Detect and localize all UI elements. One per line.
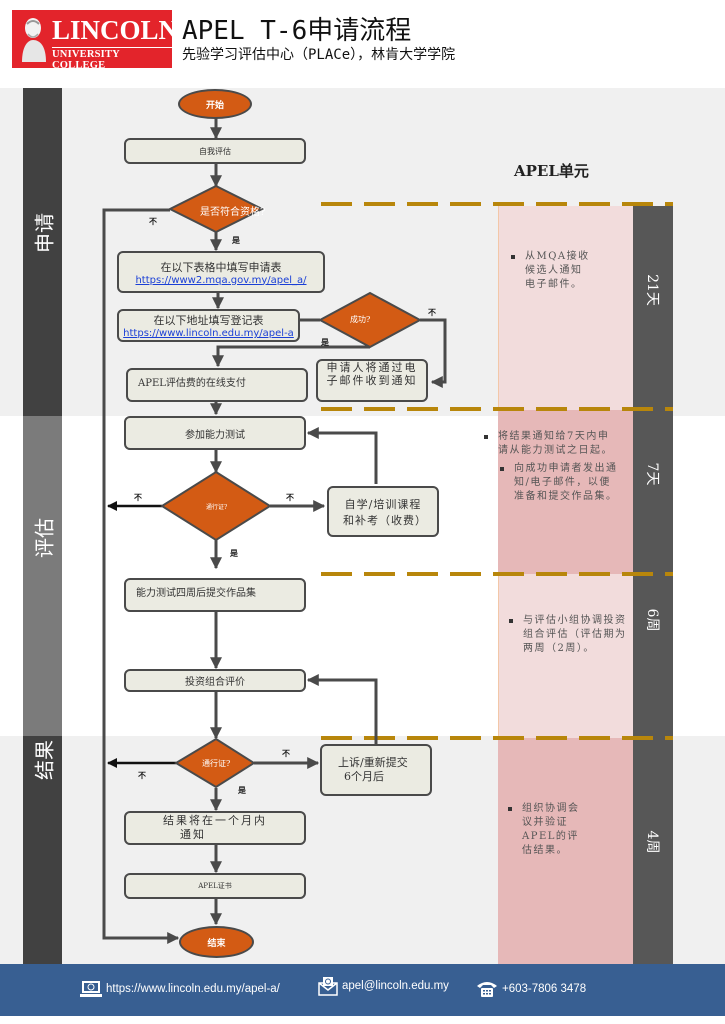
lincoln-logo: LINCOLN UNIVERSITY COLLEGE — [12, 10, 178, 71]
label-no: 不 — [282, 749, 290, 758]
label-yes: 是 — [238, 786, 246, 795]
duration-bar-3: 6周 — [633, 574, 673, 738]
footer-website-text[interactable]: https://www.lincoln.edu.my/apel-a/ — [106, 983, 280, 995]
online-payment-label: APEL评估费的在线支付 — [138, 378, 246, 389]
lincoln-apel-link[interactable]: https://www.lincoln.edu.my/apel-a — [123, 328, 294, 339]
apel-section-2 — [498, 410, 633, 574]
label-no: 不 — [428, 308, 436, 317]
lane-tab-result: 结果 — [23, 736, 62, 964]
self-study-label: 自学/培训课程和补考（收费） — [343, 498, 427, 527]
end-label: 结束 — [207, 938, 226, 949]
result-notify-line1: 结果将在一个月内 — [163, 814, 267, 827]
page-title: APEL T-6申请流程 — [182, 16, 412, 46]
apel-section-1: 从MQA接收候选人通知电子邮件。 — [498, 206, 633, 410]
telephone-icon — [477, 982, 497, 997]
ability-test-step: 参加能力测试 — [124, 416, 306, 450]
footer: https://www.lincoln.edu.my/apel-a/ apel@… — [0, 964, 725, 1016]
bullet-item: 将结果通知给7天内申请从能力测试之日起。 — [484, 430, 619, 458]
duration-label-2: 7天 — [644, 462, 660, 486]
section-divider-3 — [321, 572, 673, 576]
duration-bar-2: 7天 — [633, 410, 673, 574]
lane-label-result: 结果 — [32, 740, 56, 780]
apel-section-4-bullets: 组织协调会议并验证APEL的评估结果。 — [508, 802, 580, 862]
apel-section-4: 组织协调会议并验证APEL的评估结果。 — [498, 738, 633, 964]
footer-website[interactable]: https://www.lincoln.edu.my/apel-a/ — [80, 980, 280, 998]
apel-unit-title: APEL单元 — [514, 162, 589, 180]
bullet-item: 从MQA接收候选人通知电子邮件。 — [511, 250, 591, 292]
label-no: 不 — [286, 493, 294, 502]
lincoln-bust-icon — [22, 18, 46, 62]
appeal-step: 上诉/重新提交 6个月后 — [320, 744, 432, 796]
footer-phone[interactable]: +603-7806 3478 — [476, 980, 586, 998]
result-notify-step: 结果将在一个月内 通知 — [124, 811, 306, 845]
section-divider-4 — [321, 736, 673, 740]
register-label: 在以下地址填写登记表 — [153, 314, 264, 327]
computer-icon — [80, 981, 102, 997]
bullet-item: 组织协调会议并验证APEL的评估结果。 — [508, 802, 580, 858]
apel-section-3: 与评估小组协调投资组合评估（评估期为两周（2周）。 — [498, 574, 633, 738]
mqa-apel-link[interactable]: https://www2.mqa.gov.my/apel_a/ — [135, 274, 307, 286]
footer-phone-text[interactable]: +603-7806 3478 — [502, 983, 587, 995]
duration-label-1: 21天 — [644, 274, 660, 306]
register-step: 在以下地址填写登记表 https://www.lincoln.edu.my/ap… — [117, 309, 300, 342]
ability-test-label: 参加能力测试 — [185, 429, 245, 441]
apel-section-1-bullets: 从MQA接收候选人通知电子邮件。 — [511, 250, 591, 296]
appeal-label-line2: 6个月后 — [344, 770, 384, 783]
result-notify-line2: 通知 — [180, 828, 206, 841]
bullet-item: 与评估小组协调投资组合评估（评估期为两周（2周）。 — [509, 614, 627, 656]
success-question: 成功? — [350, 315, 371, 324]
email-notice-label: 申请人将通过电子邮件收到通知 — [326, 361, 418, 387]
end-node: 结束 — [179, 926, 254, 958]
footer-email-text[interactable]: apel@lincoln.edu.my — [342, 980, 449, 992]
logo-name: LINCOLN — [52, 15, 179, 45]
page-subtitle: 先验学习评估中心（PLACe），林肯大学学院 — [182, 47, 456, 63]
label-yes: 是 — [232, 236, 240, 245]
label-no: 不 — [134, 493, 142, 502]
email-icon — [318, 977, 338, 996]
self-study-step: 自学/培训课程和补考（收费） — [327, 486, 439, 537]
fill-application-step: 在以下表格中填写申请表 https://www2.mqa.gov.my/apel… — [117, 251, 325, 293]
self-assessment-label: 自我评估 — [199, 146, 231, 156]
label-no: 不 — [149, 217, 157, 226]
apel-section-3-bullets: 与评估小组协调投资组合评估（评估期为两周（2周）。 — [509, 614, 627, 660]
appeal-label-line1: 上诉/重新提交 — [338, 756, 408, 769]
duration-label-3: 6周 — [644, 608, 660, 632]
logo-subtitle: UNIVERSITY COLLEGE — [52, 47, 172, 71]
apel-section-2-bullets: 将结果通知给7天内申请从能力测试之日起。 向成功申请者发出通知/电子邮件，以便准… — [484, 430, 619, 508]
pass-question-2: 通行证? — [202, 759, 231, 768]
self-assessment-step: 自我评估 — [124, 138, 306, 164]
fill-application-label: 在以下表格中填写申请表 — [160, 260, 282, 274]
certificate-step: APEL证书 — [124, 873, 306, 899]
eligible-question: 是否符合资格? — [200, 207, 266, 218]
duration-bar-4: 4周 — [633, 738, 673, 964]
start-label: 开始 — [205, 100, 224, 111]
section-divider-1 — [321, 202, 673, 206]
duration-bar-1: 21天 — [633, 206, 673, 410]
lane-tab-evaluation: 评估 — [23, 416, 62, 736]
lane-label-evaluation: 评估 — [32, 518, 56, 558]
lane-label-application: 申请 — [32, 213, 56, 253]
bullet-item: 向成功申请者发出通知/电子邮件，以便准备和提交作品集。 — [500, 462, 619, 504]
online-payment-step: APEL评估费的在线支付 — [126, 368, 308, 402]
email-notice-step: 申请人将通过电子邮件收到通知 — [316, 359, 428, 402]
label-no: 不 — [138, 771, 146, 780]
portfolio-submit-step: 能力测试四周后提交作品集 — [124, 578, 306, 612]
lane-tab-application: 申请 — [23, 88, 62, 416]
section-divider-2 — [321, 407, 673, 411]
start-node: 开始 — [178, 89, 252, 119]
portfolio-eval-step: 投资组合评价 — [124, 669, 306, 692]
footer-email[interactable]: apel@lincoln.edu.my — [318, 976, 449, 996]
label-yes: 是 — [321, 338, 329, 347]
portfolio-eval-label: 投资组合评价 — [185, 677, 245, 688]
portfolio-submit-label: 能力测试四周后提交作品集 — [136, 588, 256, 599]
certificate-label: APEL证书 — [198, 882, 232, 890]
pass-question-1: 通行证? — [206, 504, 228, 511]
duration-label-4: 4周 — [644, 830, 660, 854]
label-yes: 是 — [230, 549, 238, 558]
